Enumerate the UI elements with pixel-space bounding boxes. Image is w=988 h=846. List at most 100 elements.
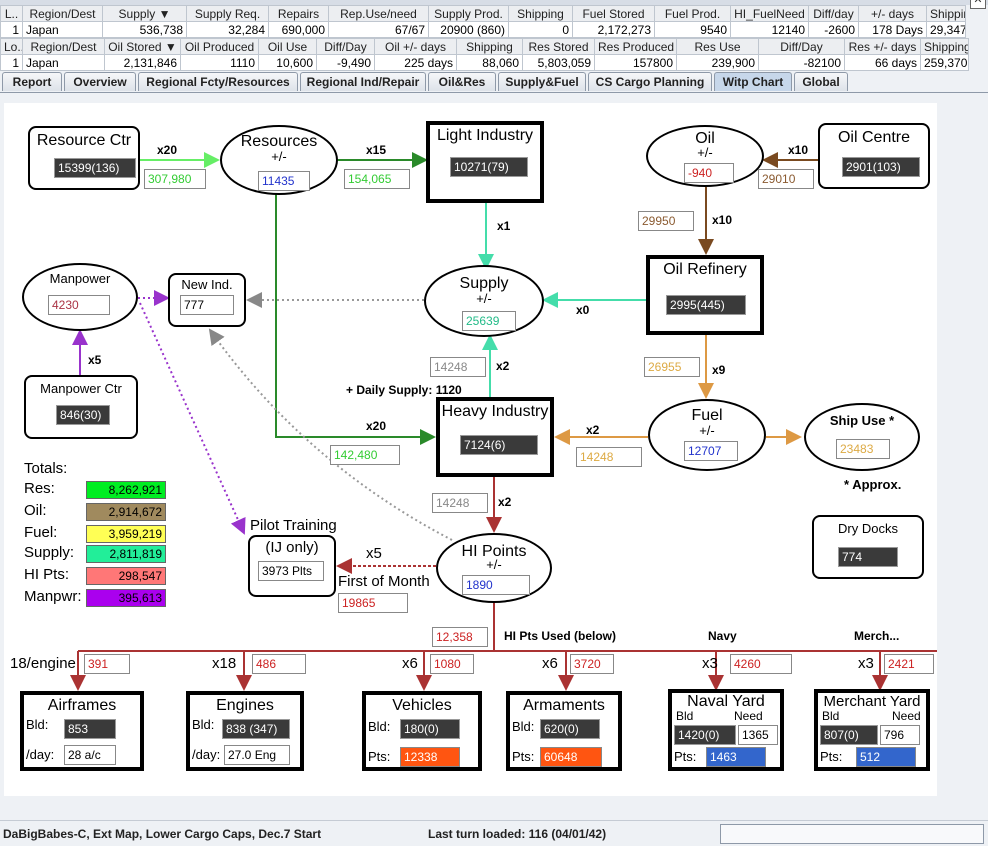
hi-points-node[interactable]: HI Points +/- 1890 xyxy=(436,533,552,603)
dry-docks-value: 774 xyxy=(838,547,898,567)
naval-yard-node[interactable]: Naval Yard Bld Need 1420(0) 1365 Pts: 14… xyxy=(668,689,784,771)
need-label: Need xyxy=(734,709,763,723)
column-header[interactable]: Lo.. xyxy=(0,38,23,55)
table-cell: Japan xyxy=(22,21,103,38)
airframes-bld-value: 853 xyxy=(64,719,116,739)
column-header[interactable]: Oil Use xyxy=(258,38,317,55)
column-header[interactable]: Shipping xyxy=(456,38,523,55)
column-header[interactable]: Fuel Stored xyxy=(572,5,655,22)
table-cell: 239,900 xyxy=(676,54,759,71)
multiplier-label: x5 xyxy=(366,545,382,562)
airframes-title: Airframes xyxy=(47,697,117,714)
hi-points-value: 1890 xyxy=(462,575,530,595)
totals-label: Manpwr: xyxy=(24,588,82,605)
status-bar: DaBigBabes-C, Ext Map, Lower Cargo Caps,… xyxy=(0,820,988,846)
flow-value: 26955 xyxy=(644,357,700,377)
pilot-training-node[interactable]: Pilot Training (IJ only) 3973 Plts xyxy=(248,517,337,597)
light-industry-node[interactable]: Light Industry 10271(79) xyxy=(426,121,544,203)
engines-node[interactable]: Engines Bld: 838 (347) /day: 27.0 Eng xyxy=(186,691,304,771)
column-header[interactable]: Oil +/- days xyxy=(374,38,457,55)
naval-yard-title: Naval Yard xyxy=(687,693,765,710)
dry-docks-node[interactable]: Dry Docks 774 xyxy=(812,515,924,579)
close-icon[interactable]: ✕ xyxy=(970,0,986,9)
column-header[interactable]: Res Stored xyxy=(522,38,595,55)
tab-regional-fcty-resources[interactable]: Regional Fcty/Resources xyxy=(138,72,298,91)
manpower-ctr-node[interactable]: Manpower Ctr 846(30) xyxy=(24,375,138,439)
manpower-ctr-value: 846(30) xyxy=(56,405,110,425)
column-header[interactable]: Region/Dest xyxy=(22,5,103,22)
merchant-yard-need-value: 796 xyxy=(880,725,920,745)
multiplier-label: x2 xyxy=(586,423,600,437)
merchant-yard-node[interactable]: Merchant Yard Bld Need 807(0) 796 Pts: 5… xyxy=(814,689,930,771)
status-field xyxy=(720,824,984,844)
supply-node[interactable]: Supply +/- 25639 xyxy=(424,265,544,337)
tab-regional-ind-repair[interactable]: Regional Ind/Repair xyxy=(300,72,426,91)
pilot-training-subtitle: (IJ only) xyxy=(265,539,319,556)
tab-cs-cargo-planning[interactable]: CS Cargo Planning xyxy=(588,72,712,91)
resources-node[interactable]: Resources +/- 11435 xyxy=(220,125,338,195)
column-header[interactable]: Diff/Day xyxy=(758,38,845,55)
multiplier-label: x6 xyxy=(542,655,558,672)
manpower-value: 4230 xyxy=(48,295,110,315)
merchant-yard-title: Merchant Yard xyxy=(823,693,921,710)
tab-supply-fuel[interactable]: Supply&Fuel xyxy=(498,72,586,91)
ship-use-node[interactable]: Ship Use * 23483 xyxy=(804,403,920,471)
table-cell: 178 Days xyxy=(858,21,927,38)
column-header[interactable]: Rep.Use/need xyxy=(328,5,429,22)
resource-ctr-node[interactable]: Resource Ctr 15399(136) xyxy=(28,126,140,190)
manpower-node[interactable]: Manpower 4230 xyxy=(22,263,138,331)
totals-hipts-value: 298,547 xyxy=(86,567,166,585)
hi-points-title: HI Points xyxy=(461,543,527,560)
table-cell: 1 xyxy=(0,21,23,38)
column-header[interactable]: Shipping xyxy=(920,38,969,55)
column-header[interactable]: Supply Prod. xyxy=(428,5,509,22)
armaments-node[interactable]: Armaments Bld: 620(0) Pts: 60648 xyxy=(506,691,622,771)
table-cell: -9,490 xyxy=(316,54,375,71)
oil-node[interactable]: Oil +/- -940 xyxy=(646,125,764,187)
table-row[interactable]: 1 Japan 2,131,846 1110 10,600 -9,490 225… xyxy=(0,54,969,71)
bld-label: Bld: xyxy=(368,719,391,734)
column-header[interactable]: Diff/day xyxy=(808,5,859,22)
table-cell: 536,738 xyxy=(102,21,187,38)
column-header[interactable]: Supply ▼ xyxy=(102,5,187,22)
column-header[interactable]: Supply Req. xyxy=(186,5,269,22)
fuel-sub: +/- xyxy=(699,423,715,438)
column-header[interactable]: L.. xyxy=(0,5,23,22)
armaments-bld-value: 620(0) xyxy=(540,719,600,739)
tab-report[interactable]: Report xyxy=(2,72,62,91)
column-header[interactable]: Repairs xyxy=(268,5,329,22)
column-header[interactable]: Res Use xyxy=(676,38,759,55)
column-header[interactable]: Oil Produced xyxy=(180,38,259,55)
column-header[interactable]: +/- days xyxy=(858,5,927,22)
tab-oil-res[interactable]: Oil&Res xyxy=(428,72,496,91)
column-header[interactable]: Oil Stored ▼ xyxy=(104,38,181,55)
new-ind-node[interactable]: New Ind. 777 xyxy=(168,273,246,327)
vehicles-node[interactable]: Vehicles Bld: 180(0) Pts: 12338 xyxy=(362,691,482,771)
table-cell: 66 days xyxy=(844,54,921,71)
column-header[interactable]: Region/Dest xyxy=(22,38,105,55)
table-cell: 157800 xyxy=(594,54,677,71)
table-cell: 225 days xyxy=(374,54,457,71)
cost-value: 2421 xyxy=(884,654,934,674)
tab-witp-chart[interactable]: Witp Chart xyxy=(714,72,792,91)
heavy-industry-node[interactable]: Heavy Industry 7124(6) xyxy=(436,397,554,477)
tab-global[interactable]: Global xyxy=(794,72,848,91)
column-header[interactable]: Shipping xyxy=(508,5,573,22)
column-header[interactable]: Res Produced xyxy=(594,38,677,55)
column-header[interactable]: Shipping xyxy=(926,5,966,22)
table-row[interactable]: 1 Japan 536,738 32,284 690,000 67/67 209… xyxy=(0,21,966,38)
oil-refinery-node[interactable]: Oil Refinery 2995(445) xyxy=(646,255,764,335)
table-cell: 29,347 xyxy=(926,21,966,38)
airframes-node[interactable]: Airframes Bld: 853 /day: 28 a/c xyxy=(20,691,144,771)
column-header[interactable]: Diff/Day xyxy=(316,38,375,55)
tab-overview[interactable]: Overview xyxy=(64,72,136,91)
resource-ctr-value: 15399(136) xyxy=(54,158,136,178)
totals-label: Res: xyxy=(24,480,55,497)
fuel-node[interactable]: Fuel +/- 12707 xyxy=(648,399,766,471)
column-header[interactable]: HI_FuelNeed xyxy=(730,5,809,22)
heavy-industry-value: 7124(6) xyxy=(460,435,538,455)
column-header[interactable]: Fuel Prod. xyxy=(654,5,731,22)
multiplier-label: x6 xyxy=(402,655,418,672)
oil-centre-node[interactable]: Oil Centre 2901(103) xyxy=(818,123,930,189)
column-header[interactable]: Res +/- days xyxy=(844,38,921,55)
